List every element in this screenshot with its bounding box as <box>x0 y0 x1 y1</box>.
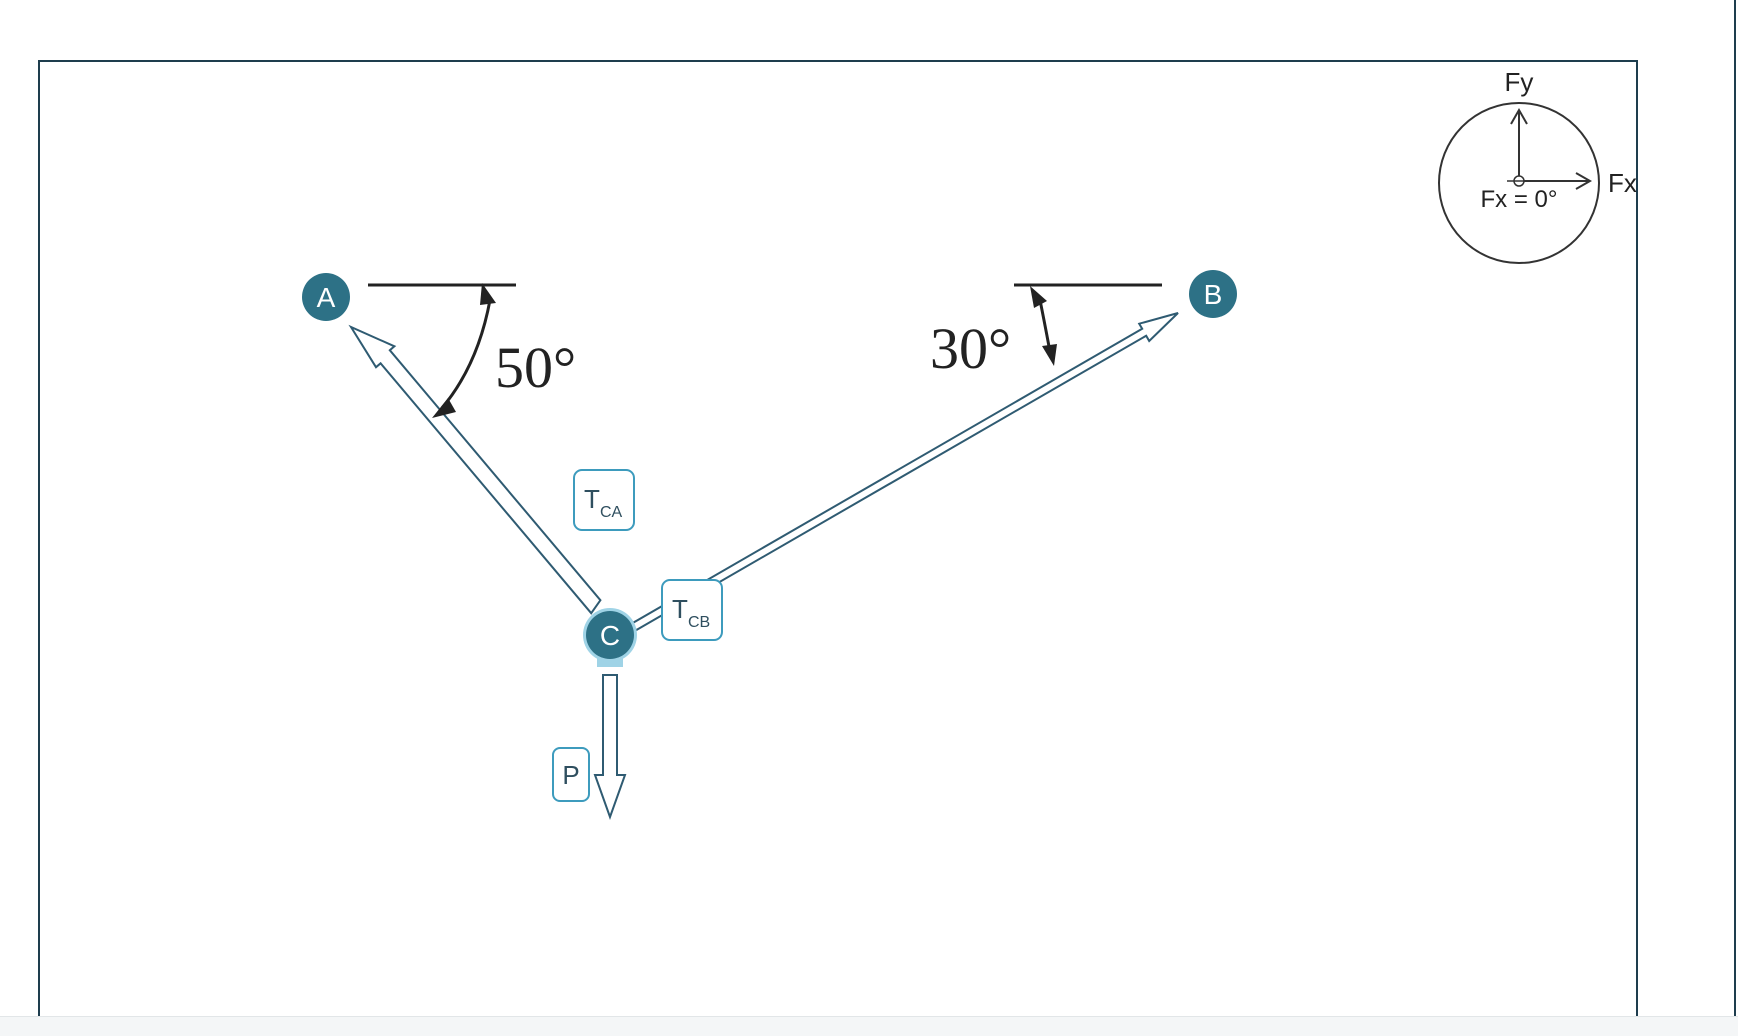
x-axis-arrowhead <box>1575 172 1593 190</box>
tcb-force-arrow[interactable] <box>630 312 1179 632</box>
angle-label-cb: 30° <box>930 316 1011 381</box>
p-label-text: P <box>562 760 579 790</box>
angle-indicator-ca: 50° <box>368 283 576 418</box>
y-axis-label: Fy <box>1505 67 1534 97</box>
reference-angle-label: Fx = 0° <box>1481 186 1558 213</box>
y-axis-arrowhead <box>1510 107 1528 125</box>
node-c[interactable]: C <box>583 608 637 662</box>
bottom-scroll-strip <box>0 1016 1738 1036</box>
tcb-label[interactable]: T CB <box>661 579 723 641</box>
tcb-label-main: T <box>672 594 688 624</box>
node-a-label: A <box>317 282 336 313</box>
tca-label-main: T <box>584 484 600 514</box>
tca-force-arrow[interactable] <box>348 324 602 615</box>
p-label[interactable]: P <box>552 747 590 802</box>
tcb-label-subscript: CB <box>688 614 710 631</box>
angle-indicator-cb: 30° <box>930 283 1162 381</box>
angle-label-ca: 50° <box>495 335 576 400</box>
tca-label[interactable]: T CA <box>573 469 635 531</box>
drawing-canvas <box>38 60 1638 1036</box>
panel-divider <box>1734 0 1736 1016</box>
tca-label-subscript: CA <box>600 504 623 521</box>
node-b[interactable]: B <box>1189 270 1237 318</box>
coordinate-system-dial[interactable]: Fy Fx Fx = 0° <box>1438 67 1637 264</box>
p-force-arrow[interactable] <box>593 658 627 820</box>
node-a[interactable]: A <box>302 273 350 321</box>
node-c-label: C <box>600 620 620 651</box>
node-b-label: B <box>1204 279 1223 310</box>
x-axis-label: Fx <box>1608 168 1637 198</box>
